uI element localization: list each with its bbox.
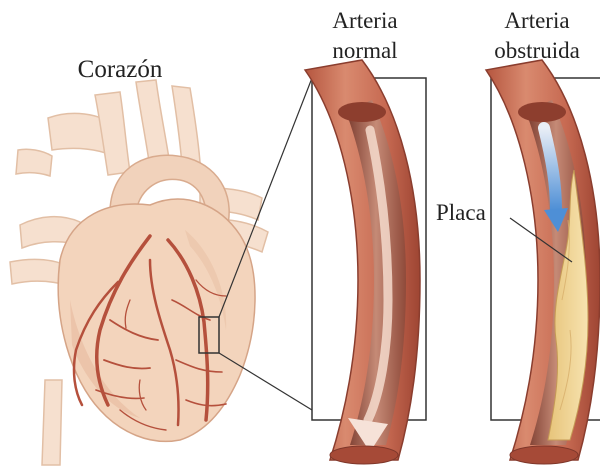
heart [10,80,268,465]
normal-artery-label: Arteria normal [300,6,430,66]
normal-artery-panel [305,60,426,464]
normal-artery-label-line2: normal [300,36,430,66]
obstructed-artery-label-line2: obstruida [472,36,600,66]
obstructed-artery-label-line1: Arteria [472,6,600,36]
normal-artery-opening [338,102,386,122]
obstructed-artery-opening [518,102,566,122]
normal-artery-label-line1: Arteria [300,6,430,36]
heart-label: Corazón [40,56,200,84]
plaque-label: Placa [436,200,506,226]
obstructed-artery-label: Arteria obstruida [472,6,600,66]
obstructed-artery-panel [486,60,600,464]
